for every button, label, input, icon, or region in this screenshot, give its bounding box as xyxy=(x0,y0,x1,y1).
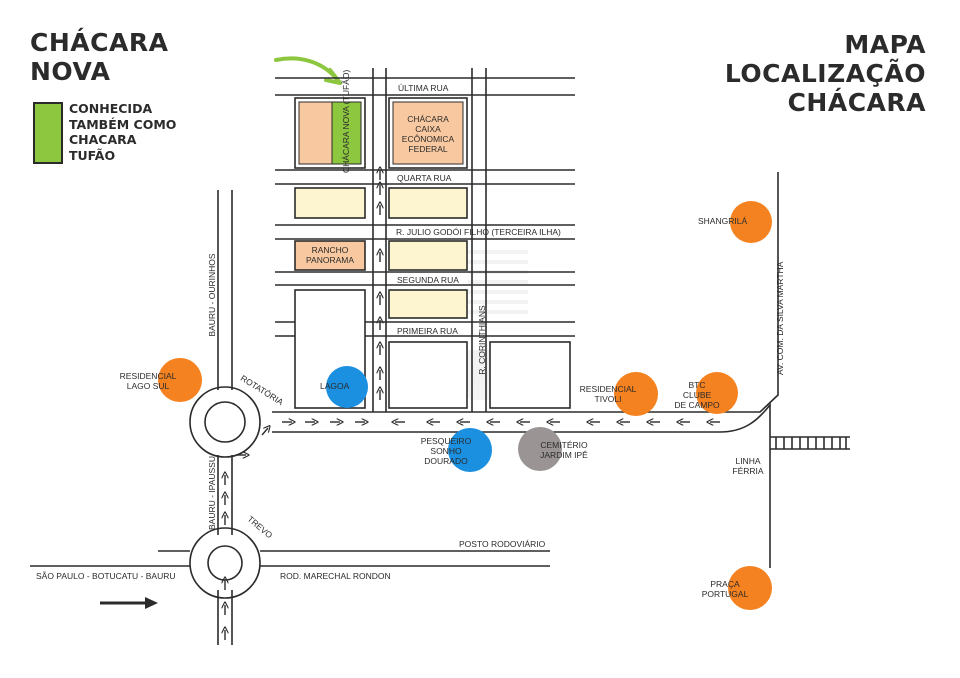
label-praca-portugal: PRAÇA PORTUGAL xyxy=(701,579,749,599)
poi-lagoa-marker xyxy=(326,366,368,408)
street-ultima-rua: ÚLTIMA RUA xyxy=(398,83,449,93)
railway-line xyxy=(770,436,850,450)
street-julio-godoi: R. JULIO GODÓI FILHO (TERCEIRA ILHA) xyxy=(396,227,561,237)
legend-text: CONHECIDA TAMBÉM COMO CHACARA TUFÃO xyxy=(69,101,177,163)
title-mapa-localizacao: MAPA LOCALIZAÇÃO CHÁCARA xyxy=(724,30,926,117)
road-av-silva-martha: AV. COM. DA SILVA MARTHA xyxy=(775,261,785,375)
entry-direction-arrow xyxy=(100,597,158,609)
road-marechal-rondon: ROD. MARECHAL RONDON xyxy=(280,571,391,581)
label-pesqueiro: PESQUEIRO SONHO DOURADO xyxy=(420,436,472,466)
lot-caixa-economica xyxy=(388,97,468,169)
poi-residencial-tivoli-marker xyxy=(614,372,658,416)
poi-cemiterio-marker xyxy=(518,427,562,471)
street-segunda-rua: SEGUNDA RUA xyxy=(397,275,459,285)
poi-pesqueiro-marker xyxy=(448,428,492,472)
road-bauru-ourinhos: BAURU - OURINHOS xyxy=(207,253,217,337)
title-chacara-nova: CHÁCARA NOVA xyxy=(30,28,169,86)
lot-block xyxy=(388,289,468,319)
label-lagoa: LAGOA xyxy=(320,381,350,391)
lot-block xyxy=(388,187,468,219)
label-posto-rodoviario: POSTO RODOVIÁRIO xyxy=(459,539,546,549)
label-linha-ferria: LINHA FÉRRIA xyxy=(732,456,764,476)
label-residencial-lago-sul: RESIDENCIAL LAGO SUL xyxy=(119,371,177,391)
label-rancho-panorama: RANCHO PANORAMA xyxy=(305,245,355,265)
road-bauru-ipaussu: BAURU - IPAUSSU xyxy=(207,456,217,530)
label-residencial-tivoli: RESIDENCIAL TIVOLI xyxy=(579,384,637,404)
label-btc-clube: BTC CLUBE DE CAMPO xyxy=(674,380,720,410)
label-caixa-economica: CHÁCARA CAIXA ECÔNOMICA FEDERAL xyxy=(401,114,455,154)
direction-arrows xyxy=(225,170,720,640)
street-primeira-rua: PRIMEIRA RUA xyxy=(397,326,458,336)
legend-swatch xyxy=(33,102,63,164)
lot-block xyxy=(388,240,468,271)
label-shangrila: SHANGRILÁ xyxy=(698,216,748,226)
lot-chacara-nova xyxy=(294,97,366,169)
poi-btc-clube-marker xyxy=(696,372,738,414)
lot-block xyxy=(294,187,366,219)
street-quarta-rua: QUARTA RUA xyxy=(397,173,452,183)
label-cemiterio: CEMITÉRIO JARDIM IPÊ xyxy=(540,440,588,460)
poi-residencial-lago-sul-marker xyxy=(158,358,202,402)
lot-block xyxy=(489,341,571,409)
road-sp-botucatu-bauru: SÃO PAULO - BOTUCATU - BAURU xyxy=(36,571,176,581)
poi-praca-portugal-marker xyxy=(728,566,772,610)
label-chacara-nova-tufao: CHÁCARA NOVA (TUFÃO) xyxy=(341,69,351,173)
green-pointer-arrow xyxy=(274,56,338,80)
lot-rancho-panorama xyxy=(294,240,366,271)
street-corinthians: R. CORINTHIANS xyxy=(477,305,487,375)
lot-block xyxy=(388,341,468,409)
poi-shangrila-marker xyxy=(730,201,772,243)
